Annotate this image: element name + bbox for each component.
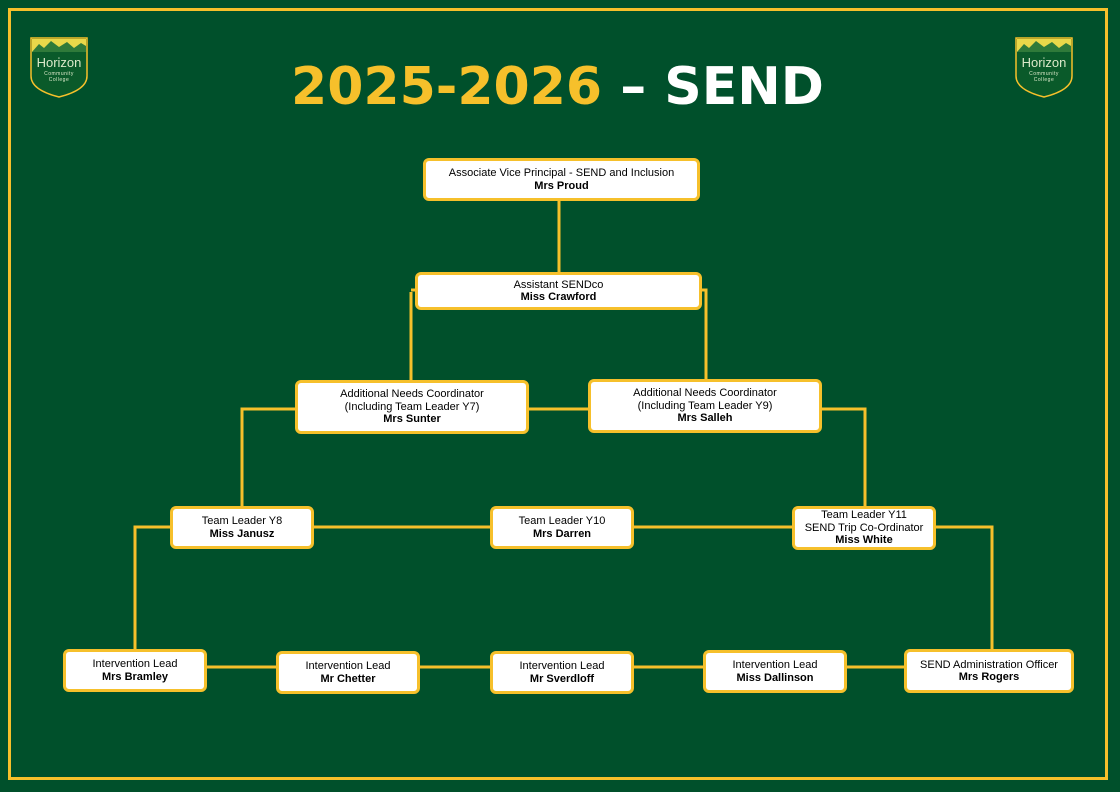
node-intervention-lead-1: Intervention Lead Mrs Bramley <box>63 649 207 692</box>
node-intervention-lead-3: Intervention Lead Mr Sverdloff <box>490 651 634 694</box>
node-name: Miss White <box>835 534 893 547</box>
node-intervention-lead-2: Intervention Lead Mr Chetter <box>276 651 420 694</box>
node-role: Team Leader Y10 <box>518 515 606 527</box>
node-name: Mrs Proud <box>534 179 589 192</box>
page-title: 2025-2026 – SEND <box>0 52 1115 122</box>
node-avp: Associate Vice Principal - SEND and Incl… <box>423 158 700 201</box>
node-role: Associate Vice Principal - SEND and Incl… <box>448 167 675 179</box>
node-name: Mr Chetter <box>320 672 376 685</box>
node-name: Mrs Salleh <box>677 412 733 425</box>
node-team-leader-y11: Team Leader Y11 SEND Trip Co-Ordinator M… <box>792 506 936 550</box>
node-send-admin-officer: SEND Administration Officer Mrs Rogers <box>904 649 1074 693</box>
node-role: Intervention Lead <box>305 660 391 672</box>
title-year: 2025-2026 <box>291 57 603 117</box>
node-role-detail: SEND Trip Co-Ordinator <box>804 521 924 534</box>
node-name: Mrs Bramley <box>101 670 169 683</box>
page-border <box>8 8 1108 780</box>
crest-icon <box>1015 37 1073 98</box>
node-team-leader-y10: Team Leader Y10 Mrs Darren <box>490 506 634 549</box>
node-name: Mrs Rogers <box>958 671 1020 683</box>
node-role: Team Leader Y8 <box>201 515 283 527</box>
connector-anc7-tl8 <box>240 407 297 507</box>
node-role-detail: (Including Team Leader Y9) <box>637 399 773 412</box>
node-name: Miss Janusz <box>209 527 275 540</box>
node-role: Additional Needs Coordinator <box>633 387 777 400</box>
node-role-detail: (Including Team Leader Y7) <box>344 400 480 413</box>
node-role: Intervention Lead <box>732 659 818 671</box>
logo-name: Horizon <box>36 55 82 70</box>
connector-sendco-anc9 <box>701 288 708 381</box>
node-assistant-sendco: Assistant SENDco Miss Crawford <box>415 272 702 310</box>
connector-tl11-admin <box>934 525 994 651</box>
logo-name: Horizon <box>1021 55 1067 70</box>
connector-tl8-il1 <box>133 525 172 651</box>
node-role: Additional Needs Coordinator <box>340 388 484 401</box>
node-intervention-lead-4: Intervention Lead Miss Dallinson <box>703 650 847 693</box>
connector-anc9-tl11 <box>820 407 934 516</box>
node-role: SEND Administration Officer <box>920 658 1058 671</box>
node-role: Intervention Lead <box>519 660 605 672</box>
node-team-leader-y8: Team Leader Y8 Miss Janusz <box>170 506 314 549</box>
node-name: Mrs Darren <box>532 527 592 540</box>
node-name: Miss Dallinson <box>736 671 814 684</box>
node-name: Mrs Sunter <box>383 413 441 426</box>
crest-icon <box>30 37 88 98</box>
node-role: Assistant SENDco <box>513 278 604 291</box>
node-name: Miss Crawford <box>520 291 597 303</box>
node-role: Intervention Lead <box>92 658 178 670</box>
node-name: Mr Sverdloff <box>529 672 595 685</box>
title-department: – SEND <box>620 57 824 117</box>
node-anc-y7: Additional Needs Coordinator (Including … <box>295 380 529 434</box>
node-role: Team Leader Y11 <box>821 509 907 522</box>
node-anc-y9: Additional Needs Coordinator (Including … <box>588 379 822 433</box>
